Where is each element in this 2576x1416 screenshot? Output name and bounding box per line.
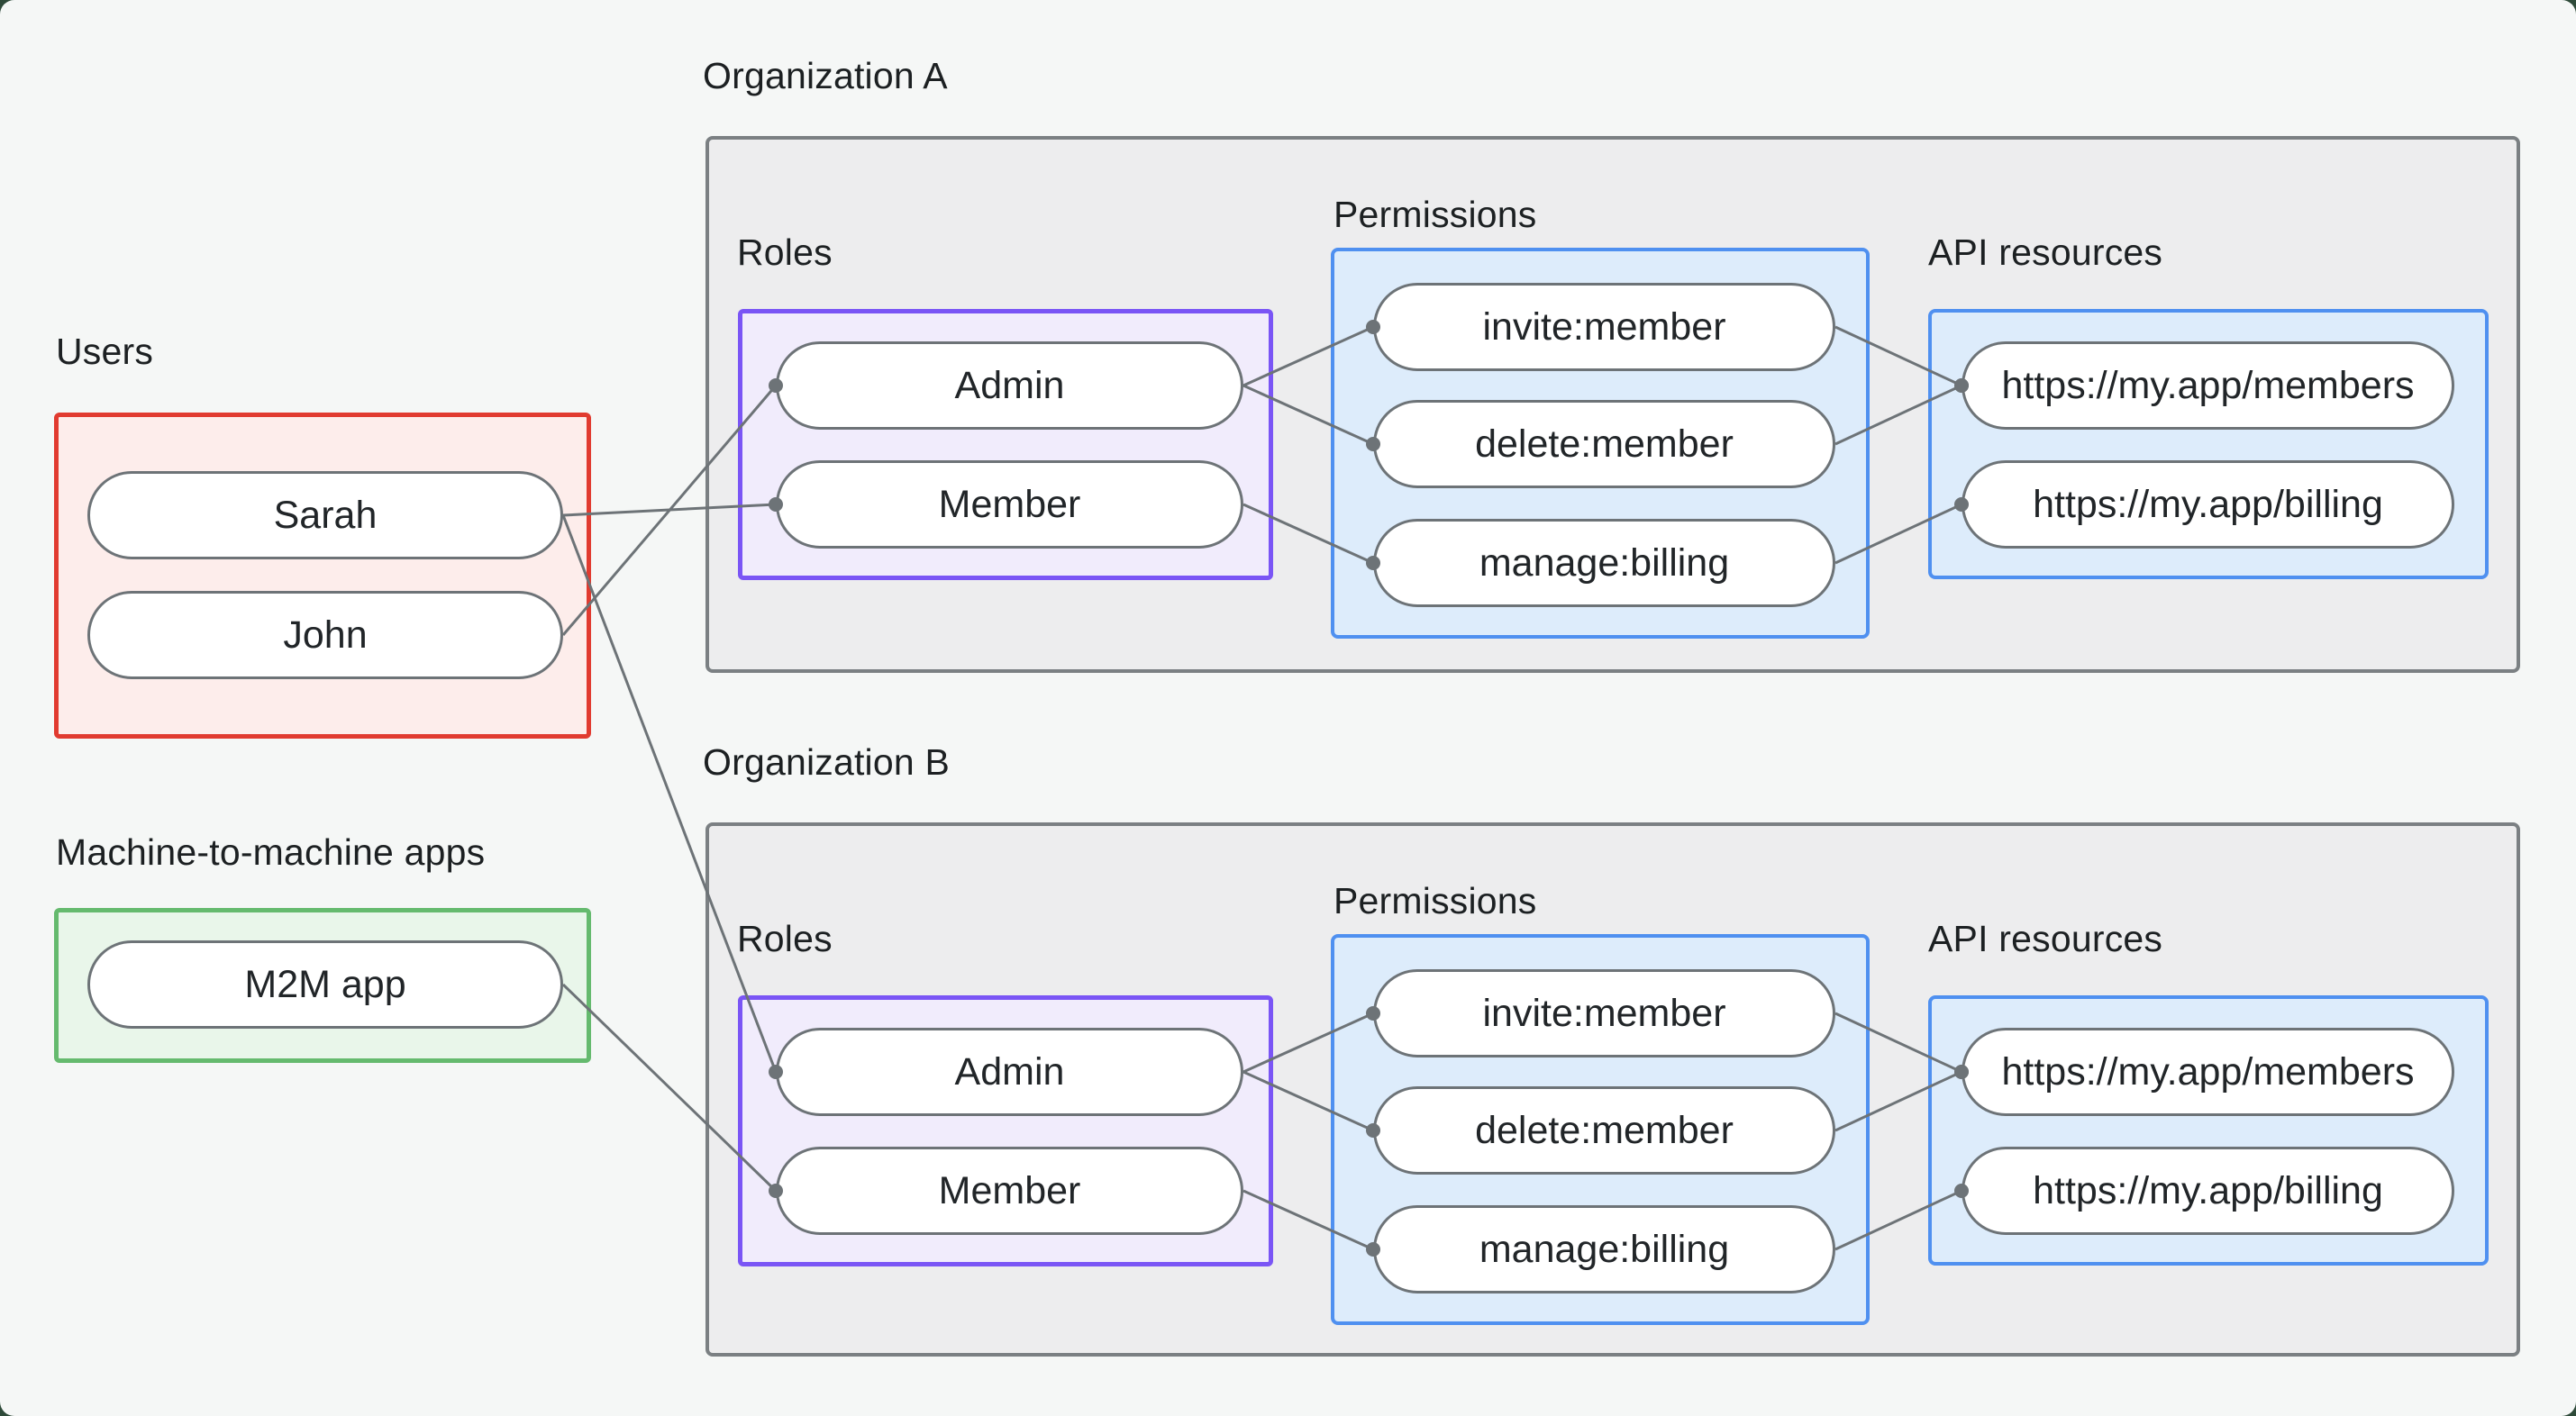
m2m-pill-app: M2M app (87, 940, 563, 1029)
org-b-title: Organization B (703, 741, 951, 783)
org-a-role-pill-admin: Admin (776, 341, 1243, 430)
user-pill-john: John (87, 591, 563, 679)
org-b-role-pill-admin: Admin (776, 1028, 1243, 1116)
user-pill-sarah: Sarah (87, 471, 563, 559)
org-a-perm-pill-delete: delete:member (1373, 400, 1835, 488)
org-a-api-pill-billing: https://my.app/billing (1962, 460, 2454, 549)
m2m-section-label: Machine-to-machine apps (56, 831, 486, 873)
org-a-perm-pill-manage: manage:billing (1373, 519, 1835, 607)
org-b-perm-pill-invite: invite:member (1373, 969, 1835, 1057)
users-section-label: Users (56, 331, 154, 372)
org-b-permissions-label: Permissions (1334, 880, 1537, 921)
org-a-roles-label: Roles (737, 231, 833, 273)
org-a-perm-pill-invite: invite:member (1373, 283, 1835, 371)
org-b-role-pill-member: Member (776, 1147, 1243, 1235)
org-b-api-label: API resources (1928, 918, 2163, 959)
org-a-role-pill-member: Member (776, 460, 1243, 549)
org-b-api-pill-billing: https://my.app/billing (1962, 1147, 2454, 1235)
org-b-roles-label: Roles (737, 918, 833, 959)
org-a-api-label: API resources (1928, 231, 2163, 273)
org-a-title: Organization A (703, 55, 948, 96)
users-group-box (54, 413, 591, 739)
org-a-api-pill-members: https://my.app/members (1962, 341, 2454, 430)
org-b-perm-pill-manage: manage:billing (1373, 1205, 1835, 1293)
org-b-perm-pill-delete: delete:member (1373, 1086, 1835, 1175)
org-a-permissions-label: Permissions (1334, 194, 1537, 235)
org-b-api-pill-members: https://my.app/members (1962, 1028, 2454, 1116)
